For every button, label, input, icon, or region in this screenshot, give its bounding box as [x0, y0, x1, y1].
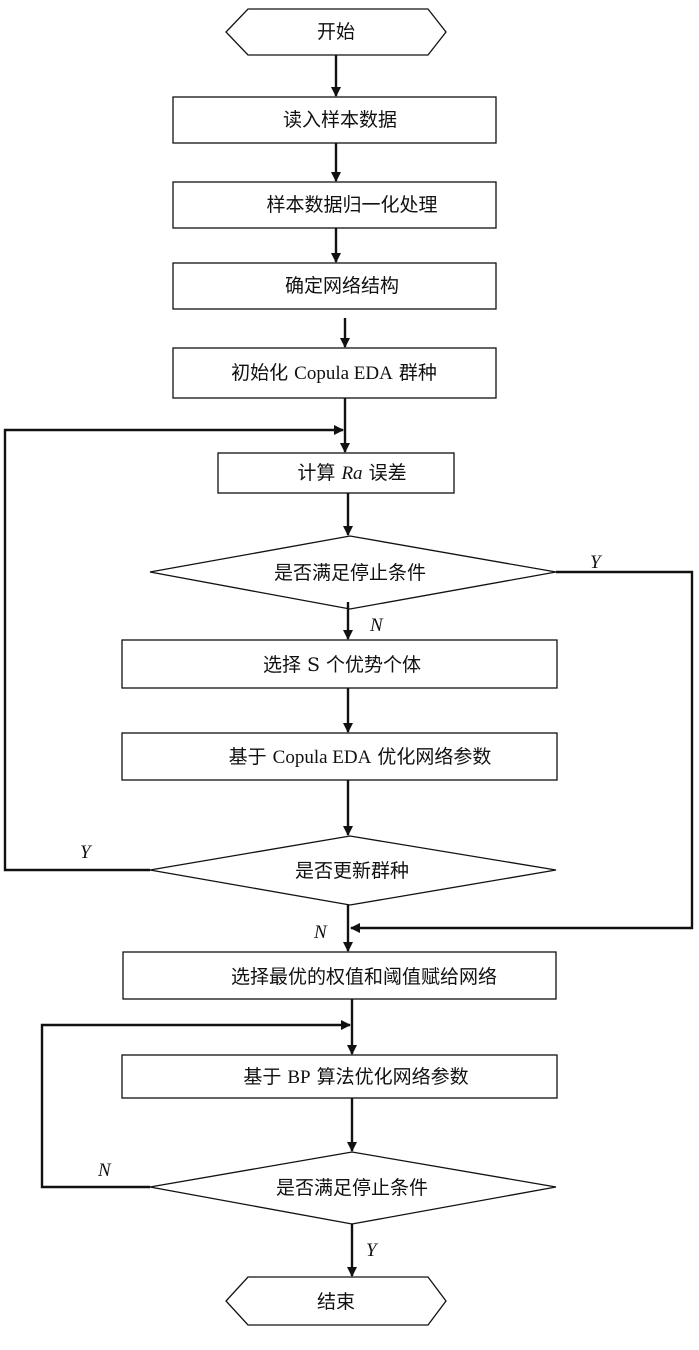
init-pop-label-b: Copula EDA	[294, 363, 393, 384]
copula-opt-label-a: 基于	[229, 746, 273, 768]
copula-opt-label-c: 优化网络参数	[371, 746, 491, 768]
edge-label-update-no: N	[313, 922, 328, 943]
init-pop-label-c: 群种	[393, 362, 437, 384]
end-label: 结束	[317, 1291, 355, 1313]
bp-opt-label-c: 算法优化网络参数	[311, 1066, 469, 1088]
init-pop-label-a: 初始化	[231, 362, 294, 384]
edge-label-stop2-yes: Y	[366, 1240, 379, 1261]
bp-opt-label-a: 基于	[243, 1066, 287, 1088]
edge-label-stop1-no: N	[369, 615, 384, 636]
bp-opt-label-b: BP	[287, 1067, 310, 1088]
edge-label-update-yes: Y	[80, 842, 93, 863]
update-pop-label: 是否更新群种	[295, 860, 409, 882]
start-label: 开始	[317, 21, 355, 43]
calc-error-label-b: Ra	[340, 463, 362, 484]
stop-condition-1-label: 是否满足停止条件	[274, 562, 426, 584]
init-pop-label: 初始化 Copula EDA 群种	[231, 362, 437, 384]
edge-label-stop1-yes: Y	[590, 552, 603, 573]
select-best-label: 选择最优的权值和阈值赋给网络	[231, 966, 497, 988]
copula-opt-label: 基于 Copula EDA 优化网络参数	[229, 746, 492, 768]
read-data-label: 读入样本数据	[283, 109, 397, 131]
calc-error-label: 计算 Ra 误差	[297, 462, 406, 484]
structure-label: 确定网络结构	[285, 275, 399, 297]
normalize-label: 样本数据归一化处理	[266, 194, 437, 216]
bp-opt-label: 基于 BP 算法优化网络参数	[243, 1066, 468, 1088]
calc-error-label-c: 误差	[363, 462, 407, 484]
stop-condition-2-label: 是否满足停止条件	[276, 1177, 428, 1199]
copula-opt-label-b: Copula EDA	[273, 747, 372, 768]
calc-error-label-a: 计算	[297, 462, 341, 484]
edge-label-stop2-no: N	[97, 1160, 112, 1181]
select-s-label: 选择 S 个优势个体	[263, 654, 421, 676]
